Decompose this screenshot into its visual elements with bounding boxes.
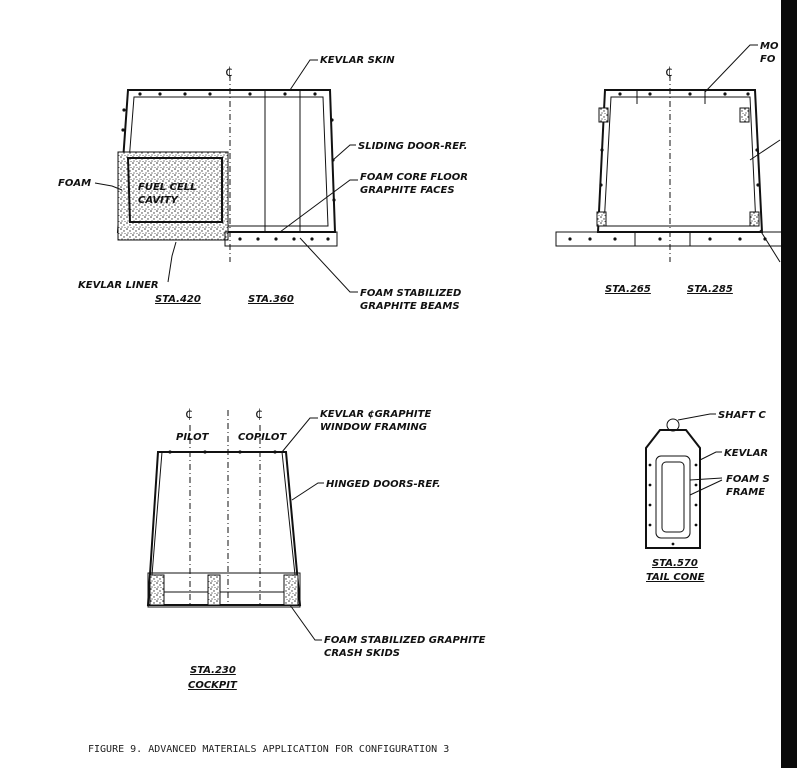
section-265-inner-skin — [603, 96, 757, 227]
leader-sliding-door — [332, 144, 356, 161]
centerline-symbol: ¢ — [255, 407, 263, 422]
label-foam-core-1: FOAM CORE FLOOR — [360, 172, 468, 183]
leader-kevlar-liner — [167, 241, 177, 283]
foam-block — [598, 107, 609, 123]
station-360: STA.360 — [248, 294, 294, 305]
crash-skid-box — [147, 572, 301, 608]
figure-caption: FIGURE 9. ADVANCED MATERIALS APPLICATION… — [88, 744, 449, 755]
crash-skid — [207, 574, 221, 606]
label-foam-core-2: GRAPHITE FACES — [360, 185, 455, 196]
label-foam: FOAM — [58, 178, 91, 189]
cockpit-outer-skin — [146, 451, 302, 606]
leader-crash-skids — [289, 604, 322, 641]
leader-kevlar-tail — [699, 451, 722, 461]
rivets — [168, 450, 277, 454]
leader-foam — [94, 182, 123, 191]
section-265-outer-skin — [596, 89, 764, 233]
label-hinged-doors: HINGED DOORS-REF. — [326, 479, 441, 490]
crash-skid — [283, 574, 299, 606]
leader-hinged-doors — [291, 482, 324, 501]
station-cockpit: COCKPIT — [188, 680, 238, 691]
label-window-framing-2: WINDOW FRAMING — [320, 422, 427, 433]
leader-265-b — [759, 229, 781, 263]
cockpit-inner-left — [151, 451, 163, 576]
tail-cone-frame — [655, 455, 691, 539]
rivets — [121, 92, 336, 241]
label-copilot: COPILOT — [238, 432, 287, 443]
label-kevlar-liner: KEVLAR LINER — [78, 280, 159, 291]
tail-cone-outer — [645, 429, 701, 549]
label-window-framing-1: KEVLAR ¢GRAPHITE — [320, 409, 431, 420]
foam-block — [739, 107, 750, 123]
label-pilot: PILOT — [176, 432, 210, 443]
cockpit-inner-right — [281, 451, 296, 576]
leader-kevlar-skin — [289, 59, 318, 91]
station-570: STA.570 — [652, 558, 698, 569]
label-foam-tail-1: FOAM S — [726, 474, 770, 485]
rivets — [648, 463, 698, 546]
station-tail-cone: TAIL CONE — [646, 572, 705, 583]
label-kevlar-skin: KEVLAR SKIN — [320, 55, 395, 66]
leader-foam-tail-b — [689, 479, 723, 496]
station-230: STA.230 — [190, 665, 236, 676]
centerline-symbol: ¢ — [225, 65, 233, 80]
label-crash-skids-2: CRASH SKIDS — [324, 648, 400, 659]
leader-shaft — [677, 413, 716, 421]
label-fuel-cell-1: FUEL CELL — [138, 182, 197, 193]
section-sta570-tail-cone: SHAFT C KEVLAR FOAM S FRAME STA.570 TAIL… — [645, 410, 770, 583]
label-foam-tail-2: FRAME — [726, 487, 765, 498]
label-foam-beams-1: FOAM STABILIZED — [360, 288, 461, 299]
station-265: STA.265 — [605, 284, 651, 295]
centerline-symbol: ¢ — [185, 407, 193, 422]
section-sta230-cockpit: ¢ ¢ PILOT COPILOT KEVLAR ¢GRAPHITE WINDO… — [146, 407, 486, 691]
foam-block — [749, 211, 760, 227]
leader-foam-tail-a — [689, 477, 723, 481]
label-crash-skids-1: FOAM STABILIZED GRAPHITE — [324, 635, 486, 646]
label-mo-2: FO — [760, 54, 776, 65]
foam-core-floor — [224, 231, 338, 247]
leader-foam-core — [279, 179, 358, 233]
label-fuel-cell-2: CAVITY — [138, 195, 180, 206]
label-mo-1: MO — [760, 41, 779, 52]
station-285: STA.285 — [687, 284, 733, 295]
fuel-cell-cavity — [126, 157, 223, 223]
label-shaft: SHAFT C — [718, 410, 766, 421]
station-420: STA.420 — [155, 294, 201, 305]
label-sliding-door: SLIDING DOOR-REF. — [358, 141, 467, 152]
leader-265-a — [749, 139, 781, 161]
leader-foam-beams — [299, 237, 358, 293]
crash-skid — [149, 574, 165, 606]
foam-block — [596, 211, 607, 227]
leader-window-framing — [281, 417, 318, 453]
foam-fill — [117, 151, 229, 241]
centerline-symbol: ¢ — [665, 65, 673, 80]
section-sta420-360: ¢ KEVLAR SKIN SLIDING DOOR-REF. FOAM FUE… — [58, 55, 468, 312]
scan-edge-bar — [781, 0, 797, 768]
label-kevlar-tail: KEVLAR — [724, 448, 768, 459]
leader-mo — [704, 44, 758, 93]
tail-cone-inner — [661, 461, 685, 533]
section-sta265-285: ¢ MO FO STA.265 STA.285 — [555, 41, 783, 295]
label-foam-beams-2: GRAPHITE BEAMS — [360, 301, 460, 312]
